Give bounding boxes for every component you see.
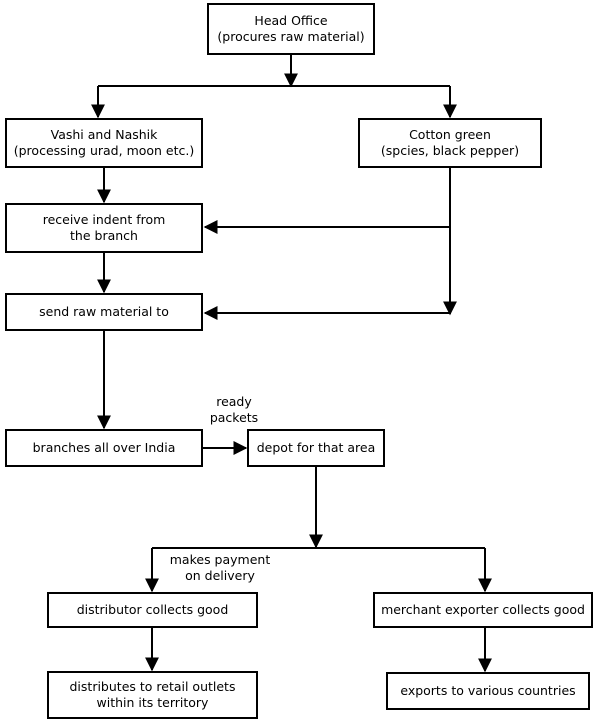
node-receive-indent-label: receive indent from the branch [42, 212, 166, 243]
node-send-raw-material[interactable]: send raw material to [5, 293, 203, 331]
node-distributor[interactable]: distributor collects good [47, 592, 258, 628]
node-vashi-nashik-label: Vashi and Nashik (processing urad, moon … [13, 127, 195, 158]
node-send-raw-material-label: send raw material to [39, 304, 169, 320]
edge-label-ready-packets: ready packets [209, 394, 259, 425]
node-receive-indent[interactable]: receive indent from the branch [5, 203, 203, 253]
node-depot-area-label: depot for that area [256, 440, 376, 456]
node-retail-outlets[interactable]: distributes to retail outlets within its… [47, 671, 258, 719]
node-depot-area[interactable]: depot for that area [247, 429, 385, 467]
node-head-office-label: Head Office (procures raw material) [217, 13, 365, 44]
node-retail-outlets-label: distributes to retail outlets within its… [69, 679, 236, 710]
node-cotton-green[interactable]: Cotton green (spcies, black pepper) [358, 118, 542, 168]
node-vashi-nashik[interactable]: Vashi and Nashik (processing urad, moon … [5, 118, 203, 168]
node-exports-label: exports to various countries [400, 683, 576, 699]
node-cotton-green-label: Cotton green (spcies, black pepper) [380, 127, 520, 158]
node-branches-india-label: branches all over India [32, 440, 176, 456]
node-head-office[interactable]: Head Office (procures raw material) [207, 3, 375, 55]
node-exports[interactable]: exports to various countries [386, 672, 590, 710]
node-distributor-label: distributor collects good [76, 602, 229, 618]
edge-label-makes-payment: makes payment on delivery [169, 552, 271, 583]
node-merchant-exporter[interactable]: merchant exporter collects good [373, 592, 593, 628]
node-branches-india[interactable]: branches all over India [5, 429, 203, 467]
node-merchant-exporter-label: merchant exporter collects good [381, 602, 585, 618]
